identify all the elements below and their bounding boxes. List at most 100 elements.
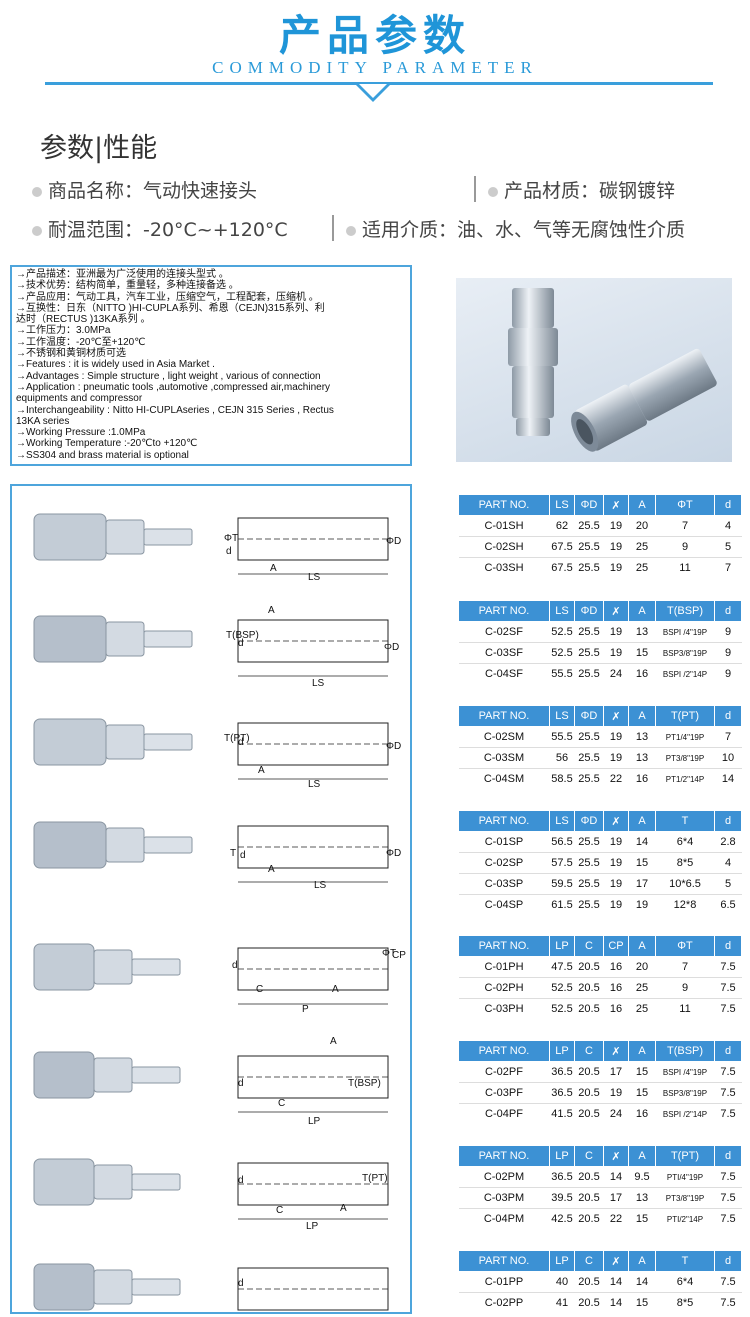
table-header-cell: T(PT) xyxy=(655,705,715,727)
desc-line: equipments and compressor xyxy=(16,393,143,405)
table-cell: 20.5 xyxy=(578,961,600,973)
drawing-label: ΦD xyxy=(386,536,401,547)
table-cell: 7.5 xyxy=(714,1292,742,1313)
table-cell: BSPI /2"14P xyxy=(655,1103,715,1124)
table-header-cell: LP xyxy=(549,1040,575,1062)
table-header-cell: d xyxy=(714,1250,742,1272)
table-cell: 16 xyxy=(603,977,629,999)
table-cell: C-03SH xyxy=(458,557,550,578)
table-cell: 14 xyxy=(635,1276,649,1288)
table-cell: 11 xyxy=(655,557,715,578)
table-cell: 25.5 xyxy=(574,557,604,578)
drawing-label: ΦT xyxy=(224,533,238,544)
desc-line: →产品描述：亚洲最为广泛使用的连接头型式 。 xyxy=(16,269,229,280)
drawing-label: d xyxy=(226,546,232,557)
table-cell: 14 xyxy=(609,1276,623,1288)
table-cell: 16 xyxy=(603,998,629,1019)
drawing-label: LS xyxy=(308,779,321,790)
desc-line: 13KA series xyxy=(16,415,70,427)
table-cell: 24 xyxy=(603,1103,629,1124)
drawing-label: d xyxy=(238,1175,244,1186)
table-cell: 2.8 xyxy=(720,836,736,848)
drawing-label: ΦD xyxy=(386,848,401,859)
drawing-label: A xyxy=(330,1036,337,1047)
table-cell: C-02PM xyxy=(483,1171,525,1183)
table-cell: 7.5 xyxy=(714,998,742,1019)
table-cell: 4 xyxy=(714,852,742,874)
desc-line: →工作压力：3.0MPa xyxy=(16,325,111,337)
table-cell: C-02SF xyxy=(485,626,523,638)
table-header-cell: PART NO. xyxy=(458,705,550,727)
table-cell: BSP3/8"19P xyxy=(655,1082,715,1104)
table-cell: C-02PH xyxy=(458,977,550,999)
table-header-cell: ΦD xyxy=(574,810,604,832)
table-cell: 14 xyxy=(603,1292,629,1313)
drawing-label: CP xyxy=(392,950,406,961)
table-header-cell: ✗ xyxy=(603,1145,629,1167)
desc-line: →Features : it is widely used in Asia Ma… xyxy=(16,359,215,371)
desc-line: →Advantages : Simple structure , light w… xyxy=(16,370,321,382)
table-header-cell: ✗ xyxy=(603,705,629,727)
bullet-icon xyxy=(346,225,356,236)
drawing-label: A xyxy=(268,864,275,875)
table-cell: 25 xyxy=(628,536,656,558)
table-cell: 20.5 xyxy=(574,998,604,1019)
table-cell: 19 xyxy=(628,894,656,915)
table-cell: C-02SH xyxy=(458,536,550,558)
table-cell: 22 xyxy=(603,1208,629,1229)
drawing-label: C xyxy=(276,1205,283,1216)
table-cell: 7.5 xyxy=(714,1208,742,1229)
table-header-cell: d xyxy=(714,600,742,622)
table-header-cell: A xyxy=(628,935,656,957)
table-cell: 20.5 xyxy=(578,1276,600,1288)
desc-line: →Application : pneumatic tools ,automoti… xyxy=(16,381,331,393)
table-cell: 7.5 xyxy=(720,1066,736,1078)
table-cell: 20.5 xyxy=(574,1187,604,1209)
table-header-cell: A xyxy=(628,1145,656,1167)
desc-line: →不锈钢和黄铜材质可选 xyxy=(16,348,126,360)
table-cell: 13 xyxy=(635,626,649,638)
table-cell: 25.5 xyxy=(574,747,604,769)
table-cell: 61.5 xyxy=(549,894,575,915)
table-header-cell: C xyxy=(574,935,604,957)
table-cell: C-04PF xyxy=(458,1103,550,1124)
fitting-photo xyxy=(33,1158,95,1206)
drawing-label: A xyxy=(268,605,275,616)
table-header-cell: ΦT xyxy=(655,494,715,516)
table-cell: 20.5 xyxy=(574,1103,604,1124)
table-cell: 25 xyxy=(628,557,656,578)
table-cell: 41.5 xyxy=(549,1103,575,1124)
table-cell: PT3/8"19P xyxy=(655,747,715,769)
table-header-cell: PART NO. xyxy=(458,494,550,516)
table-cell: 15 xyxy=(628,642,656,664)
table-cell: C-01SH xyxy=(484,520,524,532)
table-header-cell: LP xyxy=(549,1145,575,1167)
table-cell: 7.5 xyxy=(714,1103,742,1124)
table-header-cell: T xyxy=(655,1250,715,1272)
table-header-cell: LP xyxy=(549,1250,575,1272)
table-cell: PTI/2"14P xyxy=(655,1208,715,1229)
table-cell: 5 xyxy=(714,873,742,895)
drawing-label: d xyxy=(238,1078,244,1089)
description-box: →产品描述：亚洲最为广泛使用的连接头型式 。 →技术优势：结构简单，重量轻，多种… xyxy=(10,265,412,466)
table-cell: 8*5 xyxy=(655,852,715,874)
table-cell: 20 xyxy=(635,961,649,973)
table-cell: 25.5 xyxy=(578,626,600,638)
table-cell: BSPI /4"19P xyxy=(662,627,708,637)
bullet-icon xyxy=(488,186,498,197)
table-cell: 25.5 xyxy=(574,536,604,558)
table-cell: 13 xyxy=(635,731,649,743)
